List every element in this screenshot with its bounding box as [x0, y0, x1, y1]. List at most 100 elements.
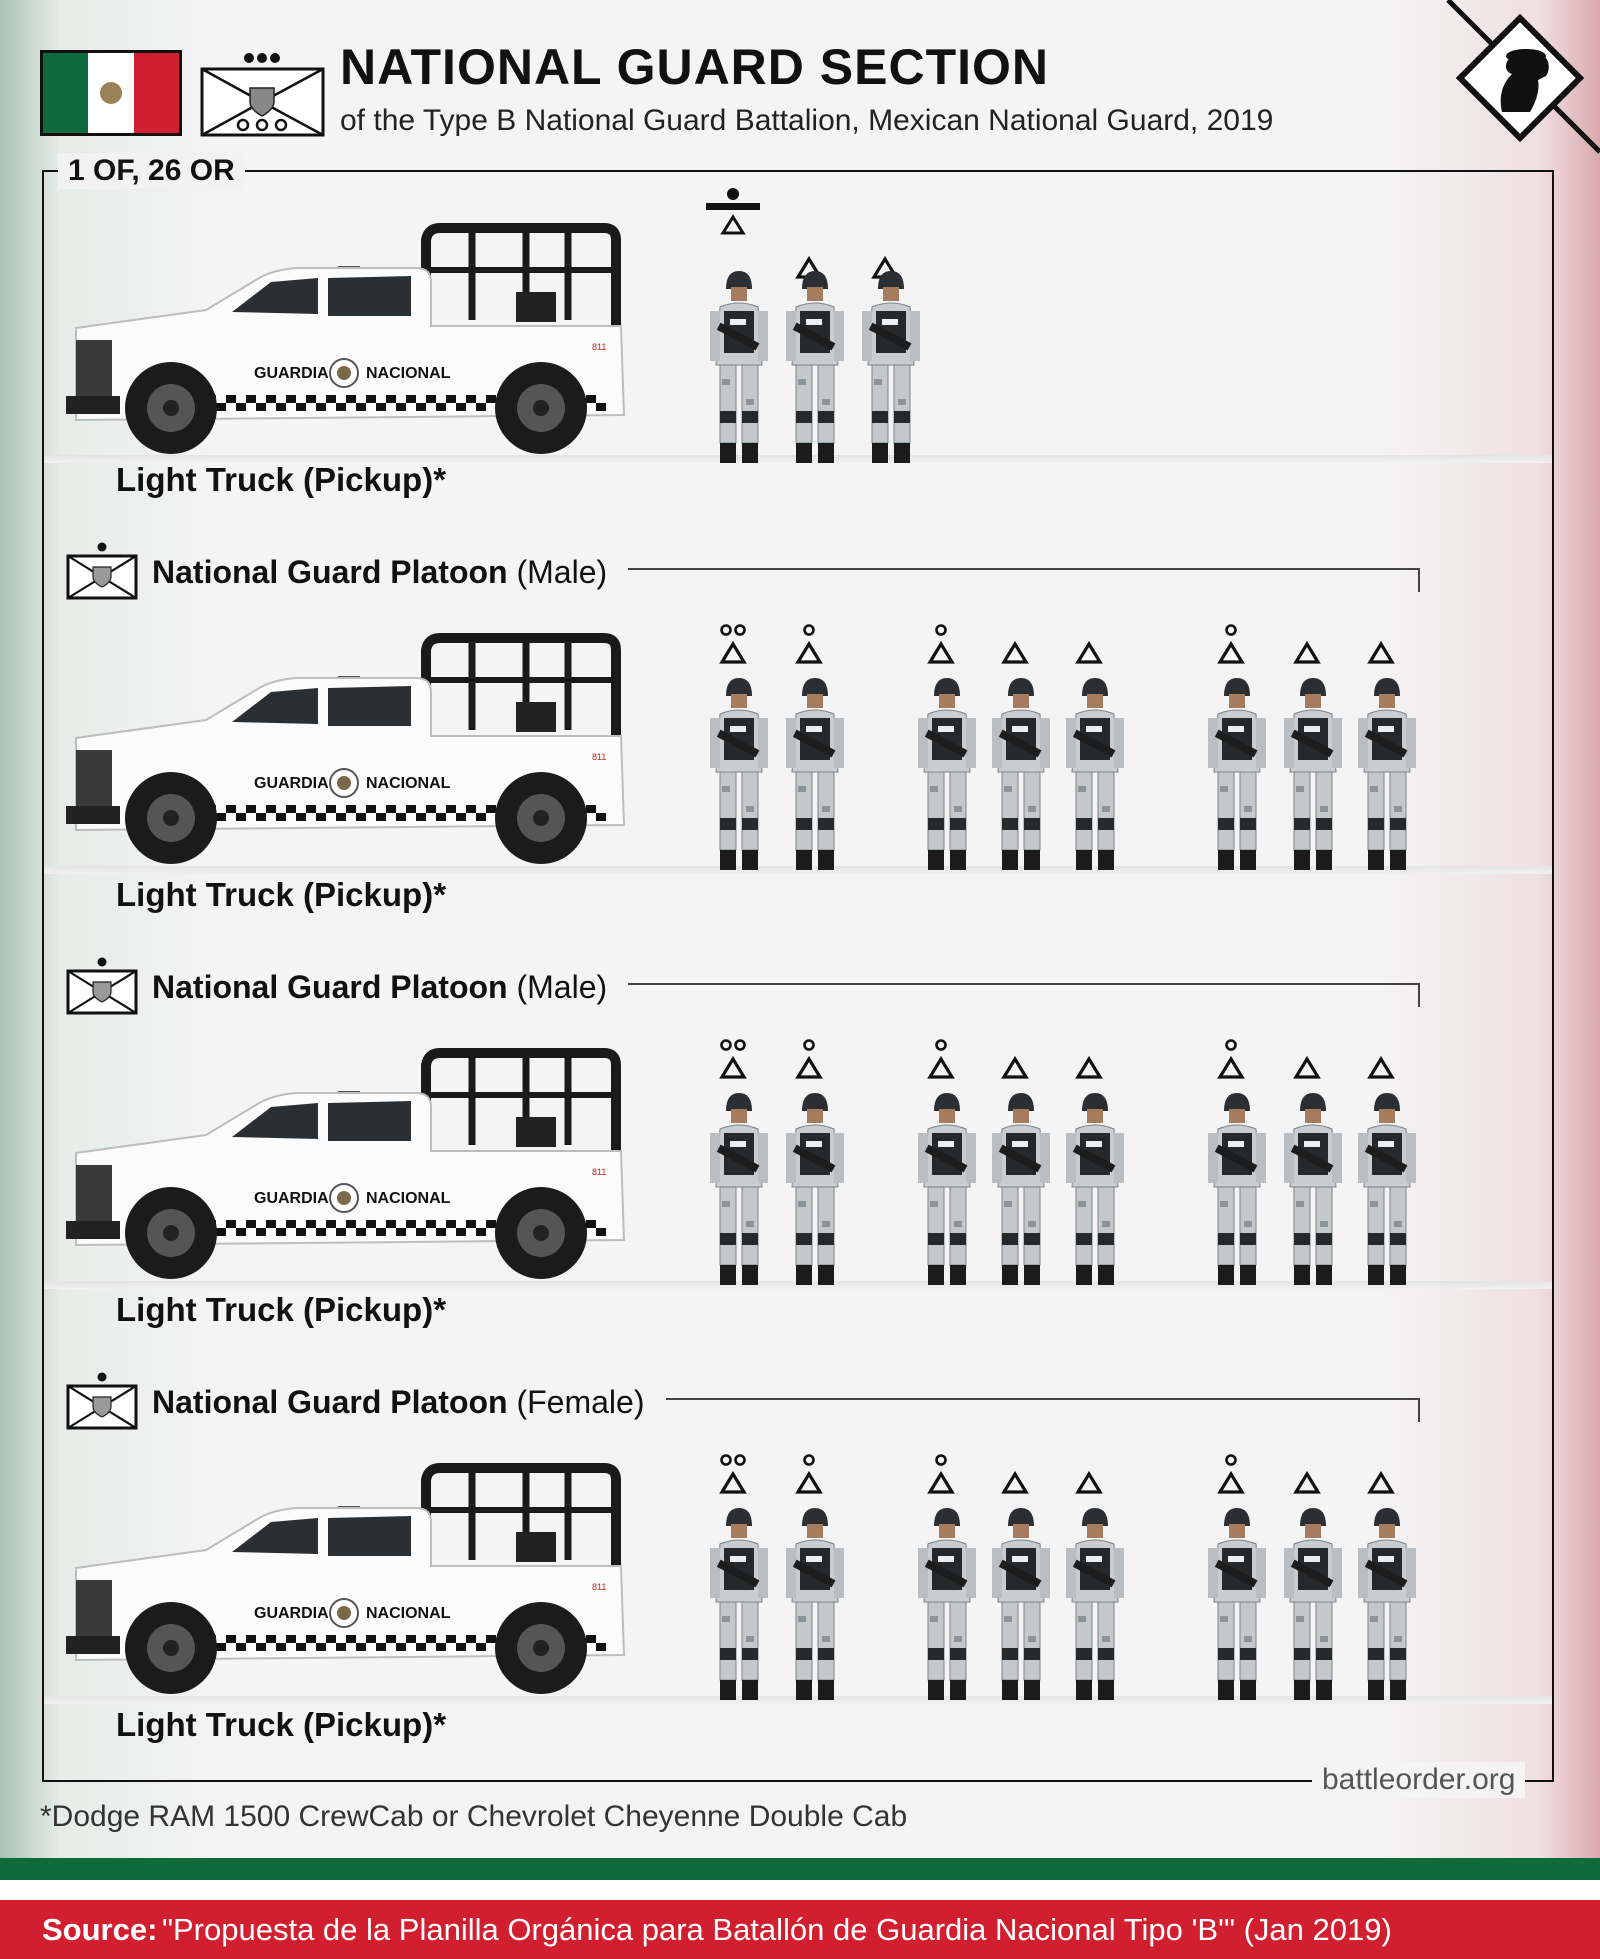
platoon-bracket [628, 568, 1420, 592]
svg-text:GUARDIA: GUARDIA [254, 1605, 329, 1622]
pickup-truck-icon: GUARDIA NACIONAL 811 [56, 210, 666, 460]
nco-rank-icon [1201, 1033, 1261, 1085]
officer-rank-icon [703, 187, 763, 239]
platoon-title: National Guard Platoon (Male) [152, 969, 607, 1006]
soldier-figure [1354, 1089, 1420, 1289]
senior-nco-rank-icon [703, 1033, 763, 1085]
svg-text:GUARDIA: GUARDIA [254, 1190, 329, 1207]
svg-text:GUARDIA: GUARDIA [254, 365, 329, 382]
vehicle-label: Light Truck (Pickup)* [116, 1706, 446, 1744]
pickup-truck-icon: GUARDIA NACIONAL 811 [56, 1035, 666, 1285]
footer-green-band [0, 1858, 1600, 1880]
soldier-figure [1062, 1089, 1128, 1289]
soldier-figure [706, 1504, 772, 1704]
platoon-symbol-icon [66, 542, 138, 600]
enlisted-rank-icon [1059, 1033, 1119, 1085]
senior-nco-rank-icon [703, 1448, 763, 1500]
soldier-figure [1280, 674, 1346, 874]
soldier-figure [706, 267, 772, 467]
svg-text:NACIONAL: NACIONAL [366, 1605, 451, 1622]
battleorder-logo-icon [1440, 0, 1600, 160]
soldier-figure [1062, 674, 1128, 874]
soldier-figure [706, 1089, 772, 1289]
soldier-figure [858, 267, 924, 467]
vehicle-label: Light Truck (Pickup)* [116, 461, 446, 499]
nco-rank-icon [911, 1448, 971, 1500]
platoon-bracket [628, 983, 1420, 1007]
soldier-figure [782, 1504, 848, 1704]
strength-label: 1 OF, 26 OR [58, 153, 245, 189]
enlisted-rank-icon [1059, 618, 1119, 670]
enlisted-rank-icon [1351, 1033, 1411, 1085]
soldier-figure [914, 1504, 980, 1704]
soldier-figure [782, 1089, 848, 1289]
svg-text:811: 811 [592, 1167, 606, 1177]
pickup-truck: GUARDIA NACIONAL 811 [56, 210, 666, 465]
platoon-symbol-icon [66, 1372, 138, 1430]
platoon-symbol-icon [66, 957, 138, 1015]
nco-rank-icon [911, 1033, 971, 1085]
soldier-figure [1062, 1504, 1128, 1704]
enlisted-rank-icon [1277, 618, 1337, 670]
enlisted-rank-icon [985, 618, 1045, 670]
soldier-figure [782, 267, 848, 467]
pickup-truck-icon: GUARDIANACIONAL811 [56, 620, 666, 870]
svg-text:NACIONAL: NACIONAL [366, 1190, 451, 1207]
soldier-figure [914, 674, 980, 874]
pickup-truck: GUARDIA NACIONAL 811 [56, 1450, 666, 1705]
soldier-figure [1204, 1504, 1270, 1704]
svg-text:GUARDIA: GUARDIA [254, 775, 329, 792]
vehicle-label: Light Truck (Pickup)* [116, 876, 446, 914]
soldier-figure [988, 674, 1054, 874]
platoon-header: National Guard Platoon (Male) [66, 957, 1466, 1017]
pickup-truck-icon: GUARDIA NACIONAL 811 [56, 1450, 666, 1700]
enlisted-rank-icon [1351, 618, 1411, 670]
nco-rank-icon [779, 618, 839, 670]
nco-rank-icon [779, 1033, 839, 1085]
soldier-figure [988, 1089, 1054, 1289]
footnote: *Dodge RAM 1500 CrewCab or Chevrolet Che… [40, 1800, 907, 1834]
soldier-figure [988, 1504, 1054, 1704]
platoon-header: National Guard Platoon (Female) [66, 1372, 1466, 1432]
soldier-figure [1204, 1089, 1270, 1289]
platoon-bracket [666, 1398, 1420, 1422]
soldier-figure [1354, 1504, 1420, 1704]
soldier-figure [1280, 1504, 1346, 1704]
senior-nco-rank-icon [703, 618, 763, 670]
source-label: Source: [42, 1900, 157, 1959]
source-bar: Source: "Propuesta de la Planilla Orgáni… [0, 1900, 1600, 1959]
svg-text:811: 811 [592, 752, 606, 762]
platoon-title: National Guard Platoon (Male) [152, 554, 607, 591]
platoon-title: National Guard Platoon (Female) [152, 1384, 644, 1421]
enlisted-rank-icon [1277, 1033, 1337, 1085]
page-subtitle: of the Type B National Guard Battalion, … [340, 106, 1273, 136]
footer-white-band [0, 1880, 1600, 1900]
nco-rank-icon [1201, 1448, 1261, 1500]
enlisted-rank-icon [1059, 1448, 1119, 1500]
enlisted-rank-icon [985, 1033, 1045, 1085]
nco-rank-icon [911, 618, 971, 670]
enlisted-rank-icon [1351, 1448, 1411, 1500]
enlisted-rank-icon [985, 1448, 1045, 1500]
source-text: "Propuesta de la Planilla Orgánica para … [162, 1900, 1392, 1959]
soldier-figure [1354, 674, 1420, 874]
soldier-figure [914, 1089, 980, 1289]
pickup-truck: GUARDIA NACIONAL 811 [56, 1035, 666, 1290]
eagle-emblem-icon [100, 82, 122, 104]
soldier-figure [1204, 674, 1270, 874]
page-title: NATIONAL GUARD SECTION [340, 42, 1049, 92]
svg-text:811: 811 [592, 1582, 606, 1592]
nco-rank-icon [1201, 618, 1261, 670]
vehicle-label: Light Truck (Pickup)* [116, 1291, 446, 1329]
mexico-flag [40, 50, 182, 136]
nco-rank-icon [779, 1448, 839, 1500]
soldier-figure [1280, 1089, 1346, 1289]
platoon-header: National Guard Platoon (Male) [66, 542, 1466, 602]
section-symbol-icon [200, 52, 325, 137]
svg-text:NACIONAL: NACIONAL [366, 365, 451, 382]
svg-text:811: 811 [592, 342, 606, 352]
